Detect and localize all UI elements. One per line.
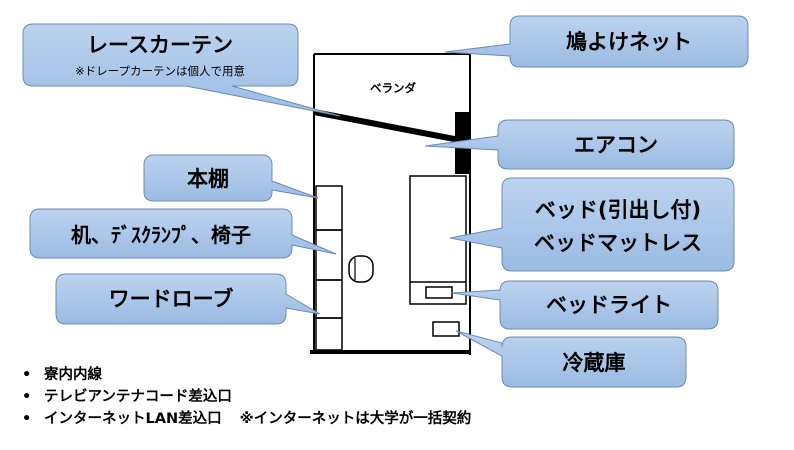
veranda-label: ベランダ xyxy=(370,81,416,95)
fridge-unit xyxy=(432,321,460,337)
bullet-icon: • xyxy=(22,389,32,405)
chair xyxy=(348,255,374,283)
note-extra: ※インターネットは大学が一括契約 xyxy=(239,411,472,427)
callout-bed: ベッド(引出し付) ベッドマットレス xyxy=(449,177,735,272)
desk-unit xyxy=(315,229,343,281)
callout-bedlight: ベッドライト xyxy=(451,280,719,330)
aircon-title: エアコン xyxy=(574,133,658,157)
wardrobe-unit xyxy=(315,279,343,319)
note-text: インターネットLAN差込口 xyxy=(44,411,222,427)
note-item: • テレビアンテナコード差込口 xyxy=(22,386,471,408)
lace-curtain-note: ※ドレープカーテンは個人で用意 xyxy=(75,64,245,78)
bookshelf-title: 本棚 xyxy=(187,167,229,191)
note-text: 寮内内線 xyxy=(44,367,102,383)
callout-wardrobe: ワードローブ xyxy=(55,273,321,325)
callout-fridge: 冷蔵庫 xyxy=(455,330,687,388)
callout-pigeon-net: 鳩よけネット xyxy=(444,15,749,68)
notes-list: • 寮内内線 • テレビアンテナコード差込口 • インターネットLAN差込口 ※インター… xyxy=(22,364,471,430)
fridge-title: 冷蔵庫 xyxy=(563,351,626,375)
wardrobe-unit-lower xyxy=(315,317,343,351)
bed-line1: ベッド(引出し付) xyxy=(535,198,701,222)
wardrobe-title: ワードローブ xyxy=(109,287,234,311)
callout-aircon: エアコン xyxy=(424,119,735,170)
bedlight-title: ベッドライト xyxy=(546,293,672,317)
bookshelf-unit xyxy=(315,185,343,231)
pigeon-net-title: 鳩よけネット xyxy=(566,30,692,54)
callout-bookshelf: 本棚 xyxy=(143,154,319,202)
veranda-divider xyxy=(313,109,471,145)
bullet-icon: • xyxy=(22,367,32,383)
bed-line2: ベッドマットレス xyxy=(534,231,702,255)
note-text: テレビアンテナコード差込口 xyxy=(44,389,232,405)
bullet-icon: • xyxy=(22,411,32,427)
room-plan xyxy=(310,53,471,355)
callout-lace-curtain: レースカーテン ※ドレープカーテンは個人で用意 xyxy=(22,23,341,117)
note-item: • 寮内内線 xyxy=(22,364,471,386)
bedlight-unit xyxy=(425,286,453,299)
lace-curtain-title: レースカーテン xyxy=(87,33,233,57)
desk-title: 机、ﾃﾞｽｸﾗﾝﾌﾟ、椅子 xyxy=(71,223,251,247)
callout-desk: 机、ﾃﾞｽｸﾗﾝﾌﾟ、椅子 xyxy=(29,208,337,259)
note-item: • インターネットLAN差込口 ※インターネットは大学が一括契約 xyxy=(22,408,471,430)
bed-unit xyxy=(409,175,467,305)
